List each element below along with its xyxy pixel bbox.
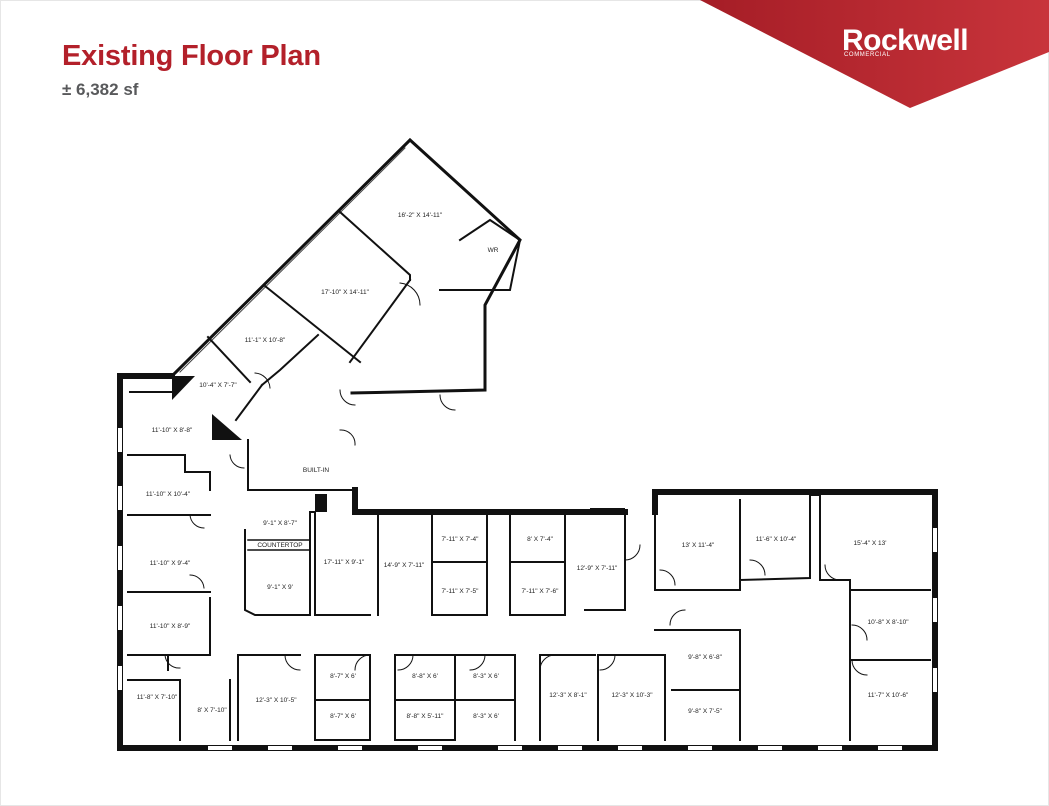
room-label: 7'-11" X 7'-6" <box>522 588 560 595</box>
room-label: 8'-7" X 6' <box>330 713 356 720</box>
room-label: 7'-11" X 7'-4" <box>442 536 480 543</box>
room-label: 11'-1" X 10'-8" <box>245 337 286 344</box>
room-label: 15'-4" X 13' <box>854 540 887 547</box>
page-subtitle: ± 6,382 sf <box>62 80 139 99</box>
room-label: 8' X 7'-4" <box>527 536 553 543</box>
room-label: 12'-3" X 10'-3" <box>611 692 653 699</box>
room-label: 10'-8" X 8'-10" <box>867 619 909 626</box>
room-label: 12'-9" X 7'-11" <box>577 565 618 572</box>
room-label: 8'-3" X 6' <box>473 673 499 680</box>
room-label: 11'-10" X 10'-4" <box>146 491 191 498</box>
room-label: 14'-9" X 7'-11" <box>384 562 425 569</box>
room-label: 12'-3" X 10'-5" <box>255 697 297 704</box>
brand-banner <box>700 0 1049 108</box>
rockwell-logo-sub: COMMERCIAL <box>844 52 891 58</box>
room-label: 8'-8" X 6' <box>412 673 438 680</box>
room-label: 17'-11" X 9'-1" <box>324 559 365 566</box>
room-label: 9'-8" X 7'-5" <box>688 708 723 715</box>
page-title: Existing Floor Plan <box>62 40 321 72</box>
room-label: 10'-4" X 7'-7" <box>199 382 237 389</box>
room-label: 11'-6" X 10'-4" <box>756 536 797 543</box>
room-label: 11'-7" X 10'-6" <box>868 692 909 699</box>
room-label: 16'-2" X 14'-11" <box>398 212 443 219</box>
room-label: 11'-10" X 8'-9" <box>150 623 191 630</box>
room-label: 11'-10" X 8'-8" <box>152 427 193 434</box>
room-label: 8'-3" X 6' <box>473 713 499 720</box>
rockwell-logo: Rockwell <box>842 24 969 57</box>
room-label: 9'-1" X 9' <box>267 584 293 591</box>
room-label: 9'-8" X 6'-8" <box>688 654 723 661</box>
room-label: 8' X 7'-10" <box>197 707 227 714</box>
room-label: 8'-8" X 5'-11" <box>407 713 445 720</box>
room-label: 13' X 11'-4" <box>682 542 715 549</box>
room-label: 7'-11" X 7'-5" <box>442 588 480 595</box>
room-label: 9'-1" X 8'-7" <box>263 520 298 527</box>
room-label: COUNTERTOP <box>257 542 302 549</box>
room-label: BUILT-IN <box>303 467 330 474</box>
room-label: 11'-10" X 9'-4" <box>150 560 191 567</box>
room-label: 17'-10" X 14'-11" <box>321 289 370 296</box>
room-label: 8'-7" X 6' <box>330 673 356 680</box>
room-label: WR <box>488 247 499 254</box>
room-label: 11'-8" X 7'-10" <box>137 694 178 701</box>
room-label: 12'-3" X 8'-1" <box>549 692 587 699</box>
